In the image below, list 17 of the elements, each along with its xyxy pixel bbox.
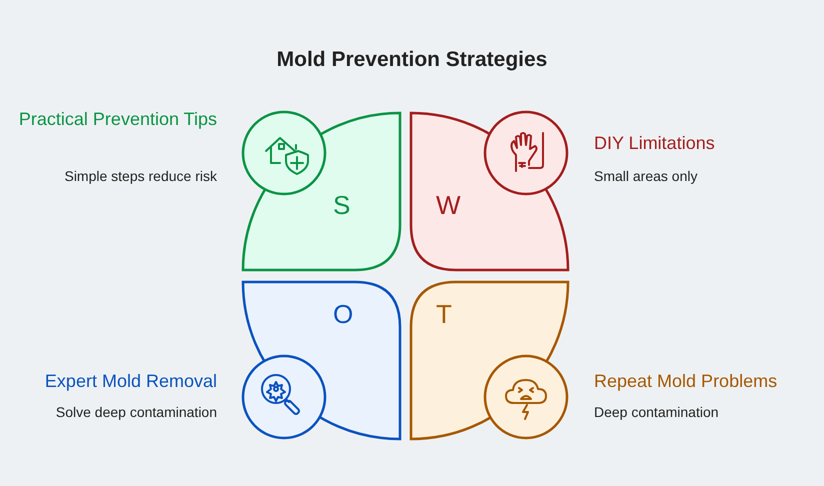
- title: Mold Prevention Strategies: [276, 48, 548, 72]
- petal-shape: [243, 113, 401, 271]
- petal-shape: [243, 282, 401, 440]
- petal-shape: [411, 282, 569, 440]
- description: Simple steps reduce risk: [63, 168, 217, 184]
- description: Small areas only: [594, 168, 698, 184]
- quadrant-letter: W: [436, 190, 461, 221]
- description: Solve deep contamination: [54, 404, 217, 420]
- quadrant-letter: S: [333, 190, 350, 221]
- heading: DIY Limitations: [594, 132, 716, 154]
- heading: Repeat Mold Problems: [594, 370, 778, 392]
- description: Deep contamination: [594, 404, 720, 420]
- petal-shape: [411, 113, 569, 271]
- heading: Practical Prevention Tips: [18, 108, 217, 130]
- quadrant-letter: O: [333, 299, 354, 330]
- heading: Expert Mold Removal: [44, 370, 217, 392]
- quadrant-letter: T: [436, 299, 452, 330]
